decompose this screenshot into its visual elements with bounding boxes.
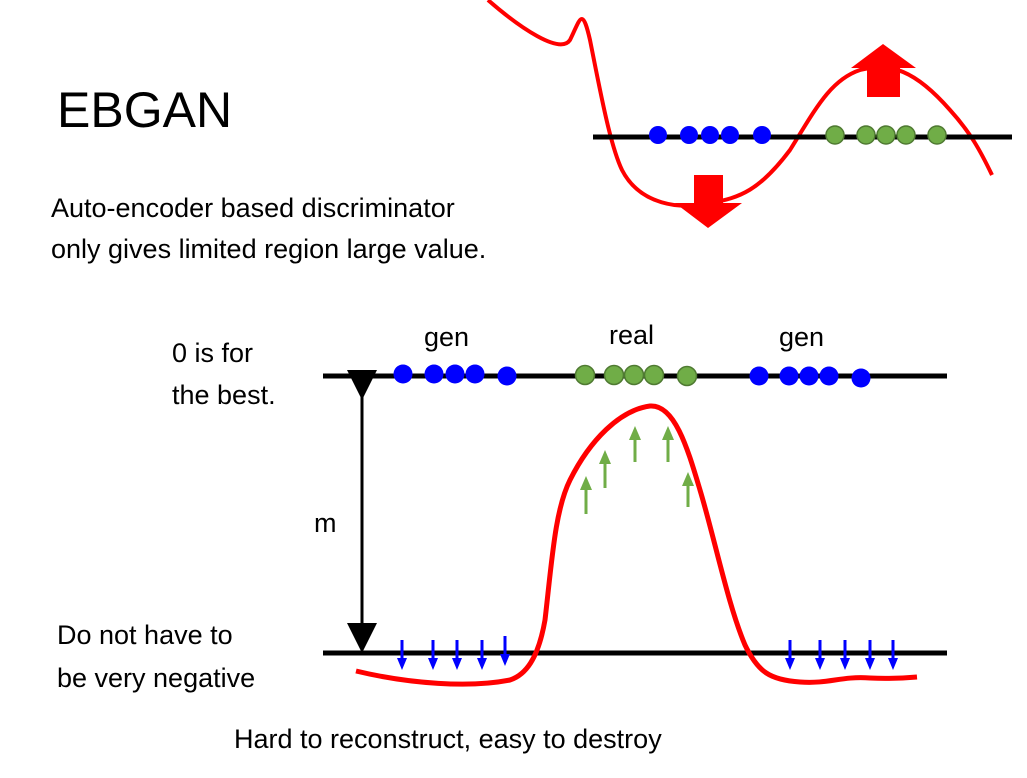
caption: Hard to reconstruct, easy to destroy <box>234 724 662 754</box>
green-up-arrows <box>580 426 694 514</box>
label-real: real <box>609 320 654 350</box>
best-note-line-1: 0 is for <box>172 338 253 368</box>
up-arrow-icon <box>851 44 916 97</box>
generated-points-left <box>393 364 517 386</box>
margin-label: m <box>314 508 337 538</box>
generated-points-right <box>749 366 871 388</box>
blue-down-arrows-left <box>397 636 510 670</box>
description-line-1: Auto-encoder based discriminator <box>51 193 455 223</box>
negative-note-line-1: Do not have to <box>57 620 233 650</box>
real-points <box>574 364 698 387</box>
description-line-2: only gives limited region large value. <box>51 234 486 264</box>
negative-note-line-2: be very negative <box>57 663 255 693</box>
best-note-line-2: the best. <box>172 380 276 410</box>
label-gen-right: gen <box>779 322 824 352</box>
top-right-diagram <box>486 0 1012 228</box>
top-energy-curve <box>486 0 994 208</box>
blue-down-arrows-right <box>785 640 898 670</box>
main-diagram: gen real gen 0 is for the best. m <box>57 320 947 754</box>
top-real-points <box>825 125 947 145</box>
down-arrow-icon <box>675 175 742 228</box>
label-gen-left: gen <box>424 322 469 352</box>
slide-title: EBGAN <box>57 82 232 138</box>
energy-curve <box>355 403 918 687</box>
top-generated-points <box>649 126 771 144</box>
